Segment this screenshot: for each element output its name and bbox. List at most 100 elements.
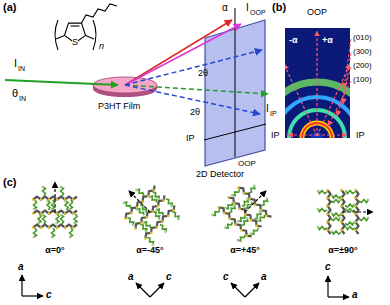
- chain-end: [367, 217, 369, 219]
- sulfur-atom: [161, 220, 165, 224]
- tilt-angle-label: +α: [322, 36, 333, 45]
- sulfur-atom: [326, 213, 329, 216]
- miller-index: (100): [353, 76, 372, 84]
- axis-letter: a: [352, 290, 358, 300]
- hexyl-chain: [82, 4, 118, 23]
- sulfur-atom: [227, 196, 231, 200]
- chain-end: [132, 223, 135, 226]
- angle-subscript: IN: [19, 95, 26, 102]
- sulfur-atom: [72, 226, 75, 229]
- axis-label: IP: [186, 134, 195, 143]
- axis-letter: c: [166, 272, 172, 282]
- sulfur-atom: [340, 213, 343, 216]
- chain-end: [317, 226, 319, 228]
- sulfur-atom: [40, 198, 43, 201]
- stacking-model: [112, 175, 184, 247]
- sulfur-atom: [56, 198, 59, 201]
- backbone: [238, 185, 271, 218]
- scattering-angle: 2θ: [198, 69, 208, 78]
- chain-end: [250, 232, 253, 235]
- chain-end: [42, 214, 44, 216]
- sulfur-atom: [234, 223, 238, 227]
- chain-end: [331, 231, 333, 233]
- crystal-axes: [22, 275, 349, 297]
- lamella-normal: [54, 182, 55, 212]
- side-chain: [346, 227, 355, 230]
- sulfur-atom: [340, 221, 343, 224]
- side-chain: [61, 187, 64, 196]
- giwaxs-pattern: [285, 28, 350, 138]
- side-chain: [359, 218, 368, 221]
- axis-arrow: [21, 275, 22, 296]
- sulfur-atom: [56, 212, 59, 215]
- tilt-angle-label: α=±90°: [328, 246, 357, 255]
- side-chain: [331, 200, 340, 203]
- sulfur-atom: [255, 224, 259, 228]
- sulfur-atom: [265, 214, 269, 218]
- oop-direction: [316, 31, 317, 136]
- sulfur-atom: [56, 226, 59, 229]
- side-chain: [359, 200, 368, 203]
- chain-end: [60, 214, 62, 216]
- sulfur-atom: [40, 226, 43, 229]
- incident-beam: [5, 80, 118, 85]
- side-chain: [70, 200, 73, 209]
- axis-arrow: [150, 283, 164, 297]
- axis-arrow: [245, 283, 259, 297]
- sulfur-atom: [144, 237, 148, 241]
- side-chain: [332, 195, 341, 198]
- chain-end: [42, 186, 44, 188]
- chain-end: [237, 219, 240, 222]
- p3ht-structure: [55, 4, 117, 50]
- chain-end: [246, 198, 249, 201]
- axis-letter: a: [128, 272, 134, 282]
- chain-end: [74, 222, 76, 224]
- sulfur-atom: [162, 198, 166, 202]
- leader-line: [343, 53, 351, 104]
- chain-end: [177, 218, 180, 221]
- chain-end: [353, 204, 355, 206]
- sulfur-atom: [340, 189, 343, 192]
- chain-end: [233, 204, 236, 207]
- chain-end: [237, 239, 240, 242]
- chain-end: [317, 190, 319, 192]
- detector-label: 2D Detector: [196, 170, 244, 179]
- sulfur-atom: [129, 211, 133, 215]
- tilt-angle-label: α=+45°: [230, 246, 260, 255]
- ip-direction: [317, 134, 347, 135]
- bond: [56, 35, 65, 39]
- tilt-direction: [285, 64, 317, 136]
- sulfur-atom: [259, 208, 263, 212]
- intensity-symbol: I: [266, 104, 269, 114]
- sulfur-atom: [326, 205, 329, 208]
- chain-end: [367, 199, 369, 201]
- side-chain: [70, 228, 73, 237]
- side-chain: [346, 191, 355, 194]
- bond: [86, 35, 95, 39]
- sulfur-atom: [239, 228, 243, 232]
- sulfur-atom: [326, 189, 329, 192]
- scattering-angle: 2θ: [190, 108, 200, 117]
- scattered-beam: [125, 20, 232, 85]
- side-chain: [332, 213, 341, 216]
- direct-beam: [125, 85, 268, 94]
- panel-label: (a): [3, 2, 16, 13]
- axis-arrow: [136, 283, 150, 297]
- chain-end: [231, 194, 234, 197]
- angle-symbol: θ: [12, 88, 18, 99]
- backbone: [33, 225, 77, 228]
- intensity-symbol: I: [246, 3, 249, 13]
- axis-label: IP: [271, 131, 280, 140]
- ip-axis-line: [204, 124, 266, 140]
- sulfur-atom: [145, 215, 149, 219]
- side-chain: [56, 214, 59, 223]
- sulfur-atom: [72, 198, 75, 201]
- chain-end: [266, 197, 269, 200]
- side-chain: [38, 214, 41, 223]
- chain-end: [148, 195, 151, 198]
- bracket: [55, 20, 58, 50]
- chain-end: [164, 230, 167, 233]
- chain-end: [339, 199, 341, 201]
- sulfur-atom: [166, 214, 170, 218]
